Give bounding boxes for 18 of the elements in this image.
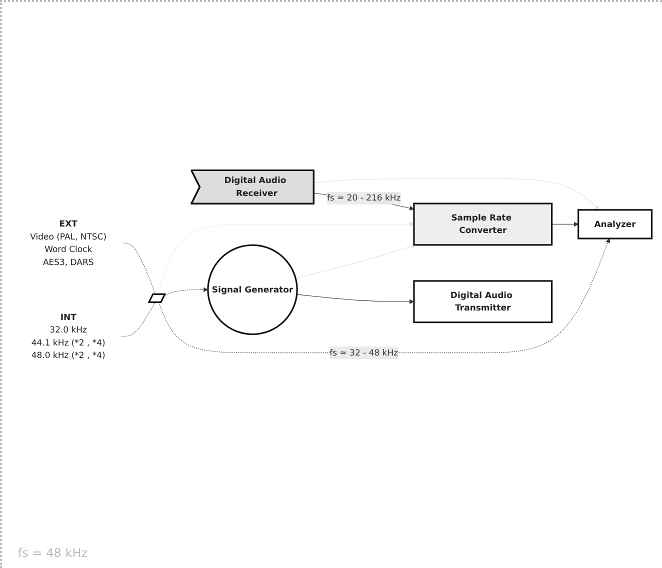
arrow <box>158 222 414 295</box>
note-text: fs = 48 kHz <box>18 546 88 560</box>
arrow <box>296 294 414 304</box>
arrow <box>158 238 610 354</box>
arrow <box>552 222 579 227</box>
arrow <box>295 244 416 279</box>
node-box: Sample Rate Converter <box>413 202 553 246</box>
connector <box>122 242 156 295</box>
edge-label: fs = 20 - 216 kHz <box>326 192 401 203</box>
connector <box>120 302 156 337</box>
node-box: Digital Audio Transmitter <box>413 280 553 324</box>
node-circle: Signal Generator <box>207 244 298 336</box>
node-text: EXT Video (PAL, NTSC) Word Clock AES3, DARS <box>30 218 107 267</box>
node-text: INT 32.0 kHz 44.1 kHz (*2 , *4) 48.0 kHz (*2 , *4) <box>31 312 106 360</box>
edge-label: fs ≈ 32 - 48 kHz <box>330 348 398 358</box>
node-switch <box>148 293 166 303</box>
arrow <box>164 287 208 296</box>
node-box: Analyzer <box>578 209 653 240</box>
